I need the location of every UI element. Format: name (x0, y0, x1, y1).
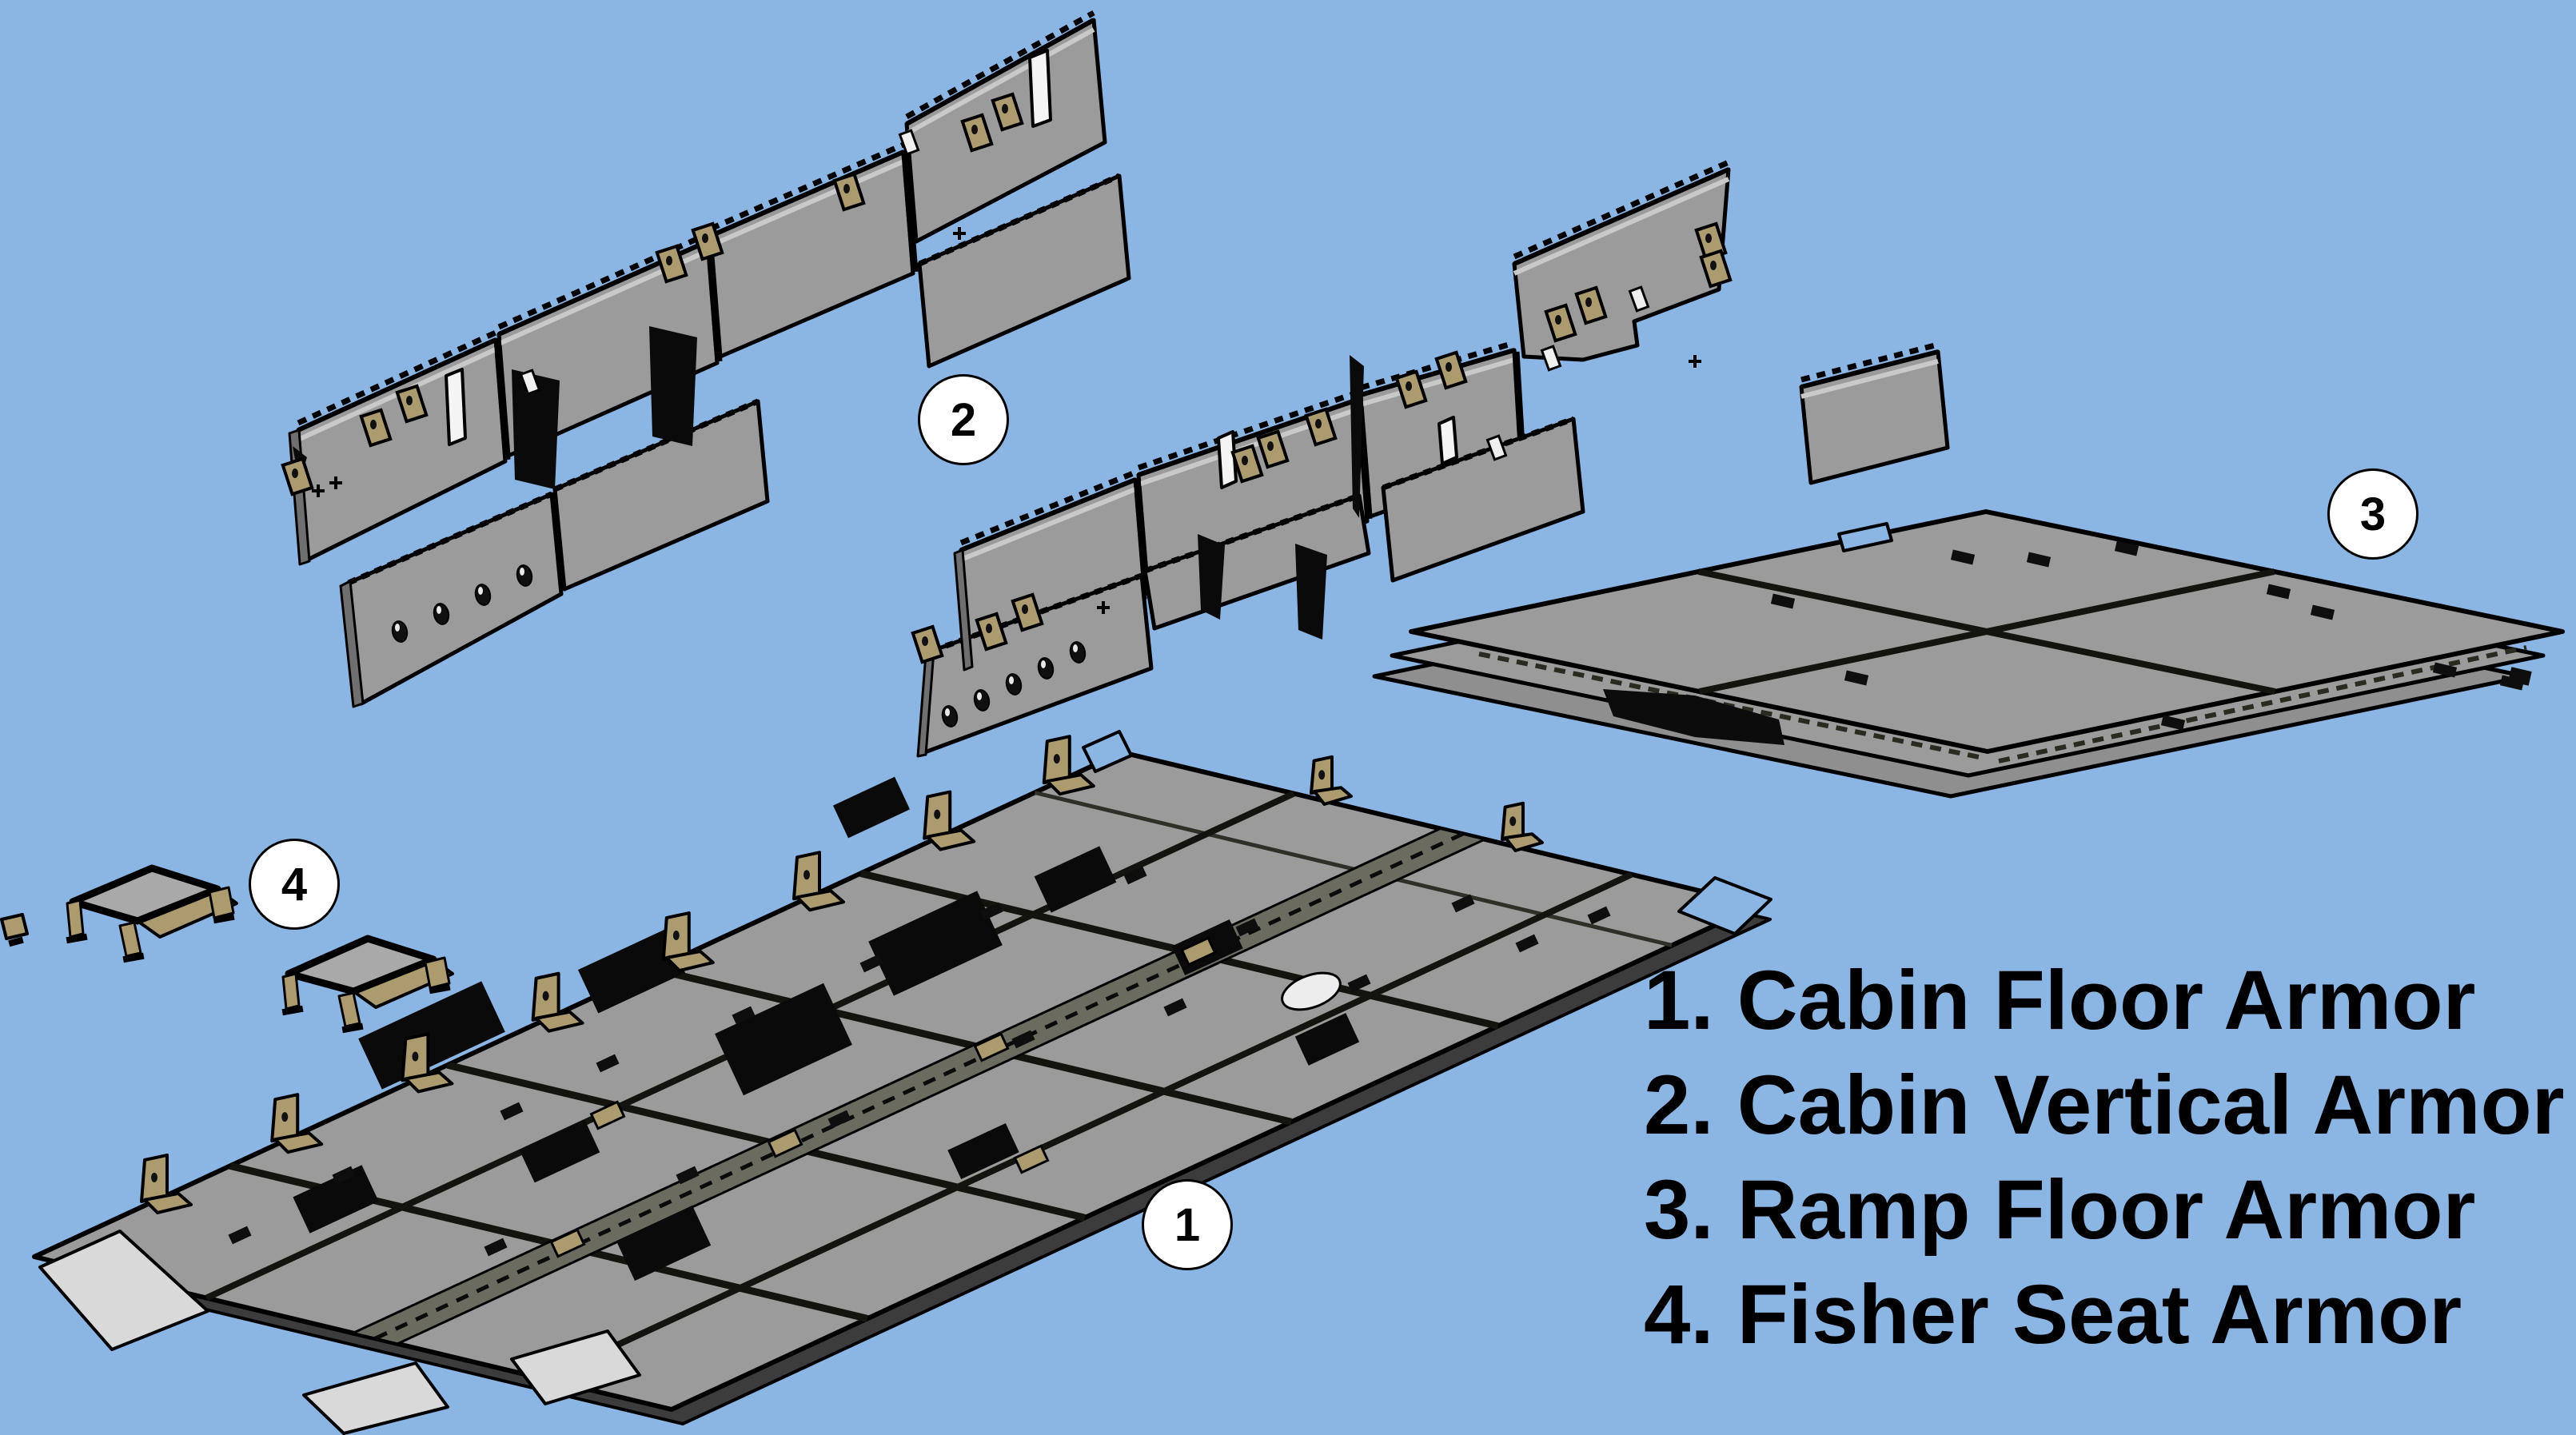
callout-1-cabin-floor-armor: 1 (1142, 1179, 1233, 1270)
legend-item-1: 1. Cabin Floor Armor (1644, 954, 2476, 1047)
legend-item-3: 3. Ramp Floor Armor (1644, 1163, 2476, 1257)
callout-4-fisher-seat-armor: 4 (249, 839, 340, 930)
part-cabin-vertical-armor-right (911, 159, 1950, 758)
callout-1-number: 1 (1174, 1198, 1201, 1251)
part-ramp-floor-armor (1372, 509, 2565, 799)
legend: 1. Cabin Floor Armor 2. Cabin Vertical A… (1644, 948, 2565, 1367)
legend-item-4: 4. Fisher Seat Armor (1644, 1268, 2462, 1361)
callout-3-ramp-floor-armor: 3 (2327, 468, 2418, 560)
legend-item-2: 2. Cabin Vertical Armor (1644, 1058, 2565, 1152)
callout-2-number: 2 (950, 393, 977, 446)
callout-2-cabin-vertical-armor: 2 (918, 374, 1009, 465)
part-cabin-vertical-armor-left (281, 10, 1131, 708)
part-fisher-seat-armor (0, 864, 454, 1034)
callout-4-number: 4 (281, 858, 308, 911)
callout-3-number: 3 (2359, 488, 2387, 540)
part-cabin-floor-armor (32, 730, 1772, 1435)
